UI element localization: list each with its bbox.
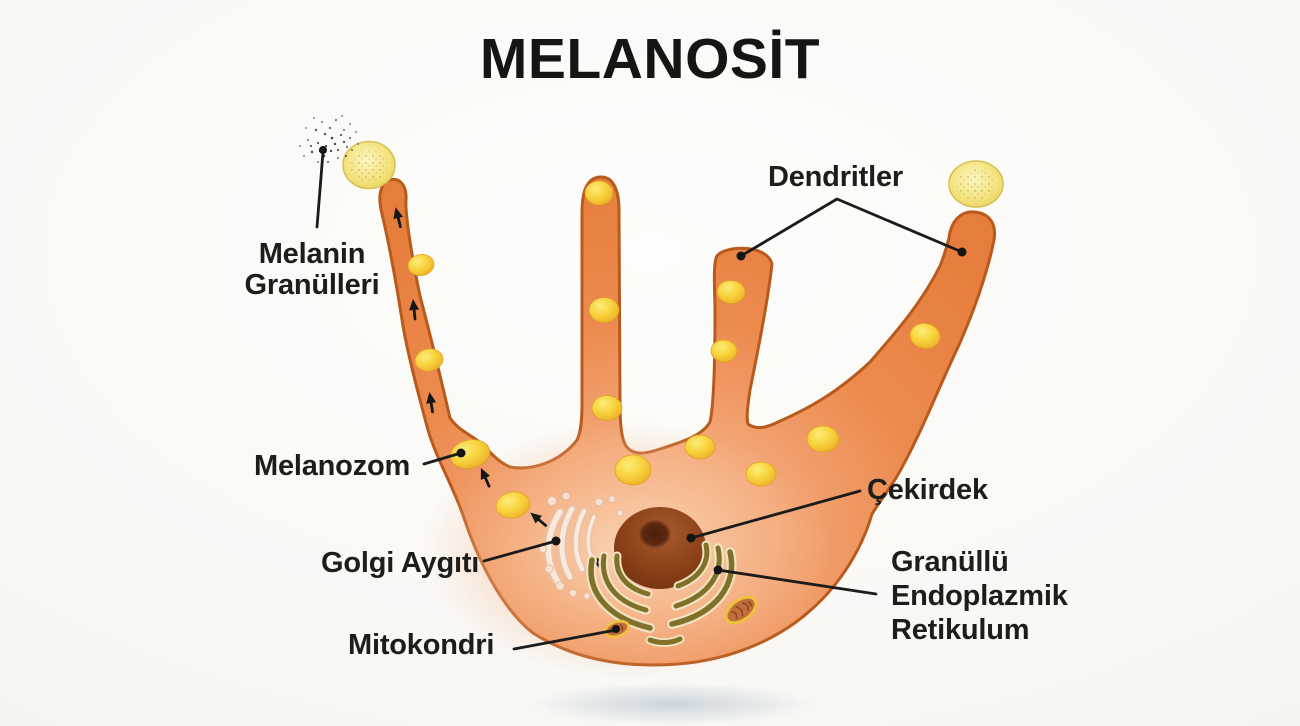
pointer-dendrites bbox=[739, 197, 964, 258]
golgi-vesicles bbox=[538, 491, 624, 600]
pointer-nucleus bbox=[689, 489, 862, 540]
label-melanin-granules-line2: Granülleri bbox=[244, 269, 380, 301]
label-rough-er: Granüllü Endoplazmik Retikulum bbox=[891, 545, 1068, 647]
label-mitochondrion: Mitokondri bbox=[348, 629, 495, 661]
pointer-rough-er bbox=[716, 568, 878, 596]
nucleolus bbox=[639, 520, 671, 548]
label-rough-er-line3: Retikulum bbox=[891, 614, 1030, 646]
pointer-dots bbox=[319, 146, 967, 633]
mitochondrion-large bbox=[724, 595, 758, 625]
label-golgi-apparatus: Golgi Aygıtı bbox=[321, 547, 480, 579]
label-rough-er-line1: Granüllü bbox=[891, 546, 1009, 578]
pointer-mitochondrion bbox=[512, 628, 618, 651]
ground-shadow bbox=[530, 683, 814, 725]
pointer-melanosome bbox=[422, 451, 463, 466]
rough-er bbox=[586, 540, 737, 647]
label-dendrites: Dendritler bbox=[768, 161, 903, 193]
pointer-golgi bbox=[482, 539, 558, 563]
melanosome-labeled bbox=[449, 439, 491, 469]
label-melanosome: Melanozom bbox=[254, 450, 411, 482]
nucleus bbox=[614, 507, 706, 589]
pointer-lines bbox=[315, 150, 964, 651]
label-nucleus: Çekirdek bbox=[867, 474, 988, 506]
pointer-melanin-granules bbox=[315, 150, 325, 229]
melanosome-granules bbox=[407, 180, 941, 519]
page-title: MELANOSİT bbox=[479, 27, 821, 91]
label-rough-er-line2: Endoplazmik bbox=[891, 580, 1068, 612]
label-melanin-granules: Melanin Granülleri bbox=[222, 239, 402, 301]
dendrite-tip-ball-right bbox=[948, 160, 1004, 208]
label-melanin-granules-line1: Melanin bbox=[258, 238, 366, 270]
dendrite-tip-ball-left bbox=[342, 140, 396, 190]
